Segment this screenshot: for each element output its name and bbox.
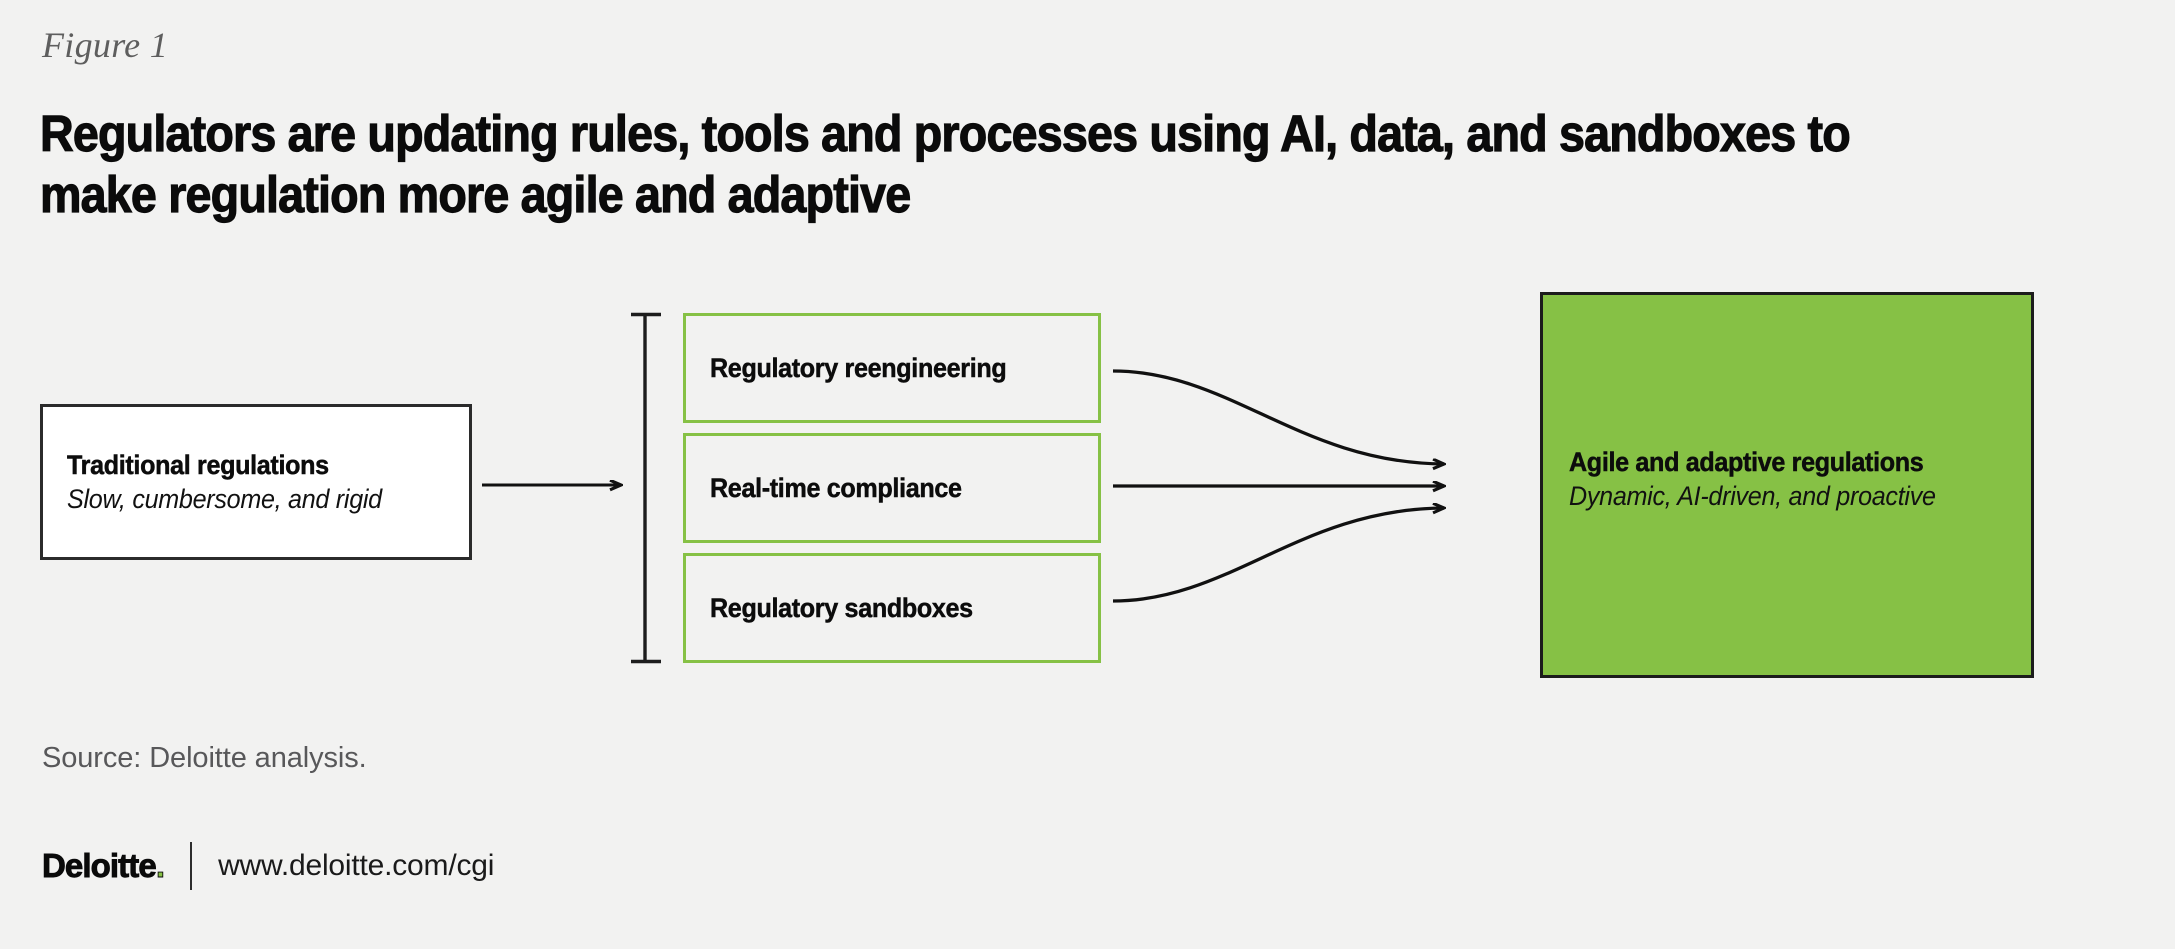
figure-label: Figure 1 [42,25,169,65]
deloitte-logo-dot: . [155,847,165,885]
deloitte-logo: Deloitte. [42,847,166,885]
node-traditional-subtitle: Slow, cumbersome, and rigid [67,483,382,514]
footer-url[interactable]: www.deloitte.com/cgi [218,849,495,882]
node-regulatory-reengineering-label: Regulatory reengineering [710,352,1007,383]
deloitte-logo-wordmark: Deloitte [42,847,158,885]
exit-arrow-sandboxes-icon [1112,508,1444,603]
pillar-bracket-icon [631,312,661,664]
node-traditional-title: Traditional regulations [67,449,330,480]
node-agile-adaptive-regulations: Agile and adaptive regulations Dynamic, … [1540,292,2034,678]
source-note: Source: Deloitte analysis. [42,742,367,774]
footer-bar: Deloitte. www.deloitte.com/cgi [42,842,494,890]
exit-arrow-reengineering-icon [1112,369,1444,464]
node-real-time-compliance-label: Real-time compliance [710,472,962,503]
node-regulatory-sandboxes-label: Regulatory sandboxes [710,592,974,623]
footer-divider [190,842,193,890]
node-regulatory-reengineering: Regulatory reengineering [683,313,1101,423]
node-regulatory-sandboxes: Regulatory sandboxes [683,553,1101,663]
node-traditional-regulations: Traditional regulations Slow, cumbersome… [40,404,472,560]
node-real-time-compliance: Real-time compliance [683,433,1101,543]
figure-title: Regulators are updating rules, tools and… [39,104,1851,223]
node-agile-title: Agile and adaptive regulations [1569,447,1924,478]
node-agile-subtitle: Dynamic, AI-driven, and proactive [1569,481,1936,511]
